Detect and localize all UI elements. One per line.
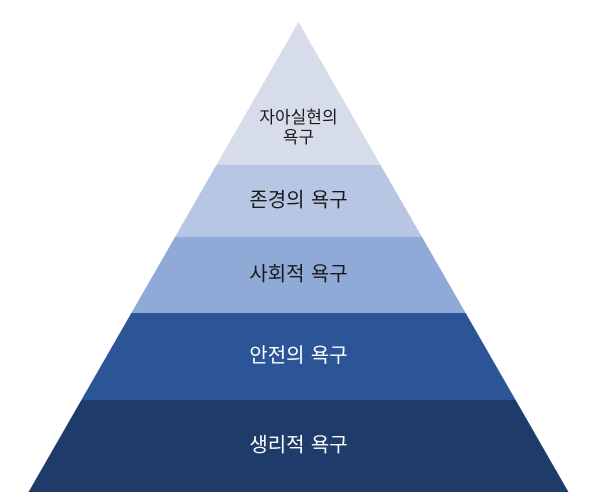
pyramid-level-5 <box>28 400 569 492</box>
pyramid-level-1 <box>216 22 381 165</box>
pyramid-level-3-label: 사회적 욕구 <box>249 262 347 286</box>
pyramid-level-3 <box>131 237 466 313</box>
pyramid-level-2-label: 존경의 욕구 <box>249 188 347 212</box>
pyramid-level-2 <box>174 165 423 237</box>
pyramid-level-1-label: 욕구 <box>283 128 314 148</box>
pyramid-level-5-label: 생리적 욕구 <box>249 433 347 457</box>
pyramid-level-4-label: 안전의 욕구 <box>249 343 347 367</box>
pyramid-level-1-label: 자아실현의 <box>259 108 337 128</box>
pyramid-level-4 <box>81 313 516 400</box>
pyramid-levels <box>28 22 569 492</box>
